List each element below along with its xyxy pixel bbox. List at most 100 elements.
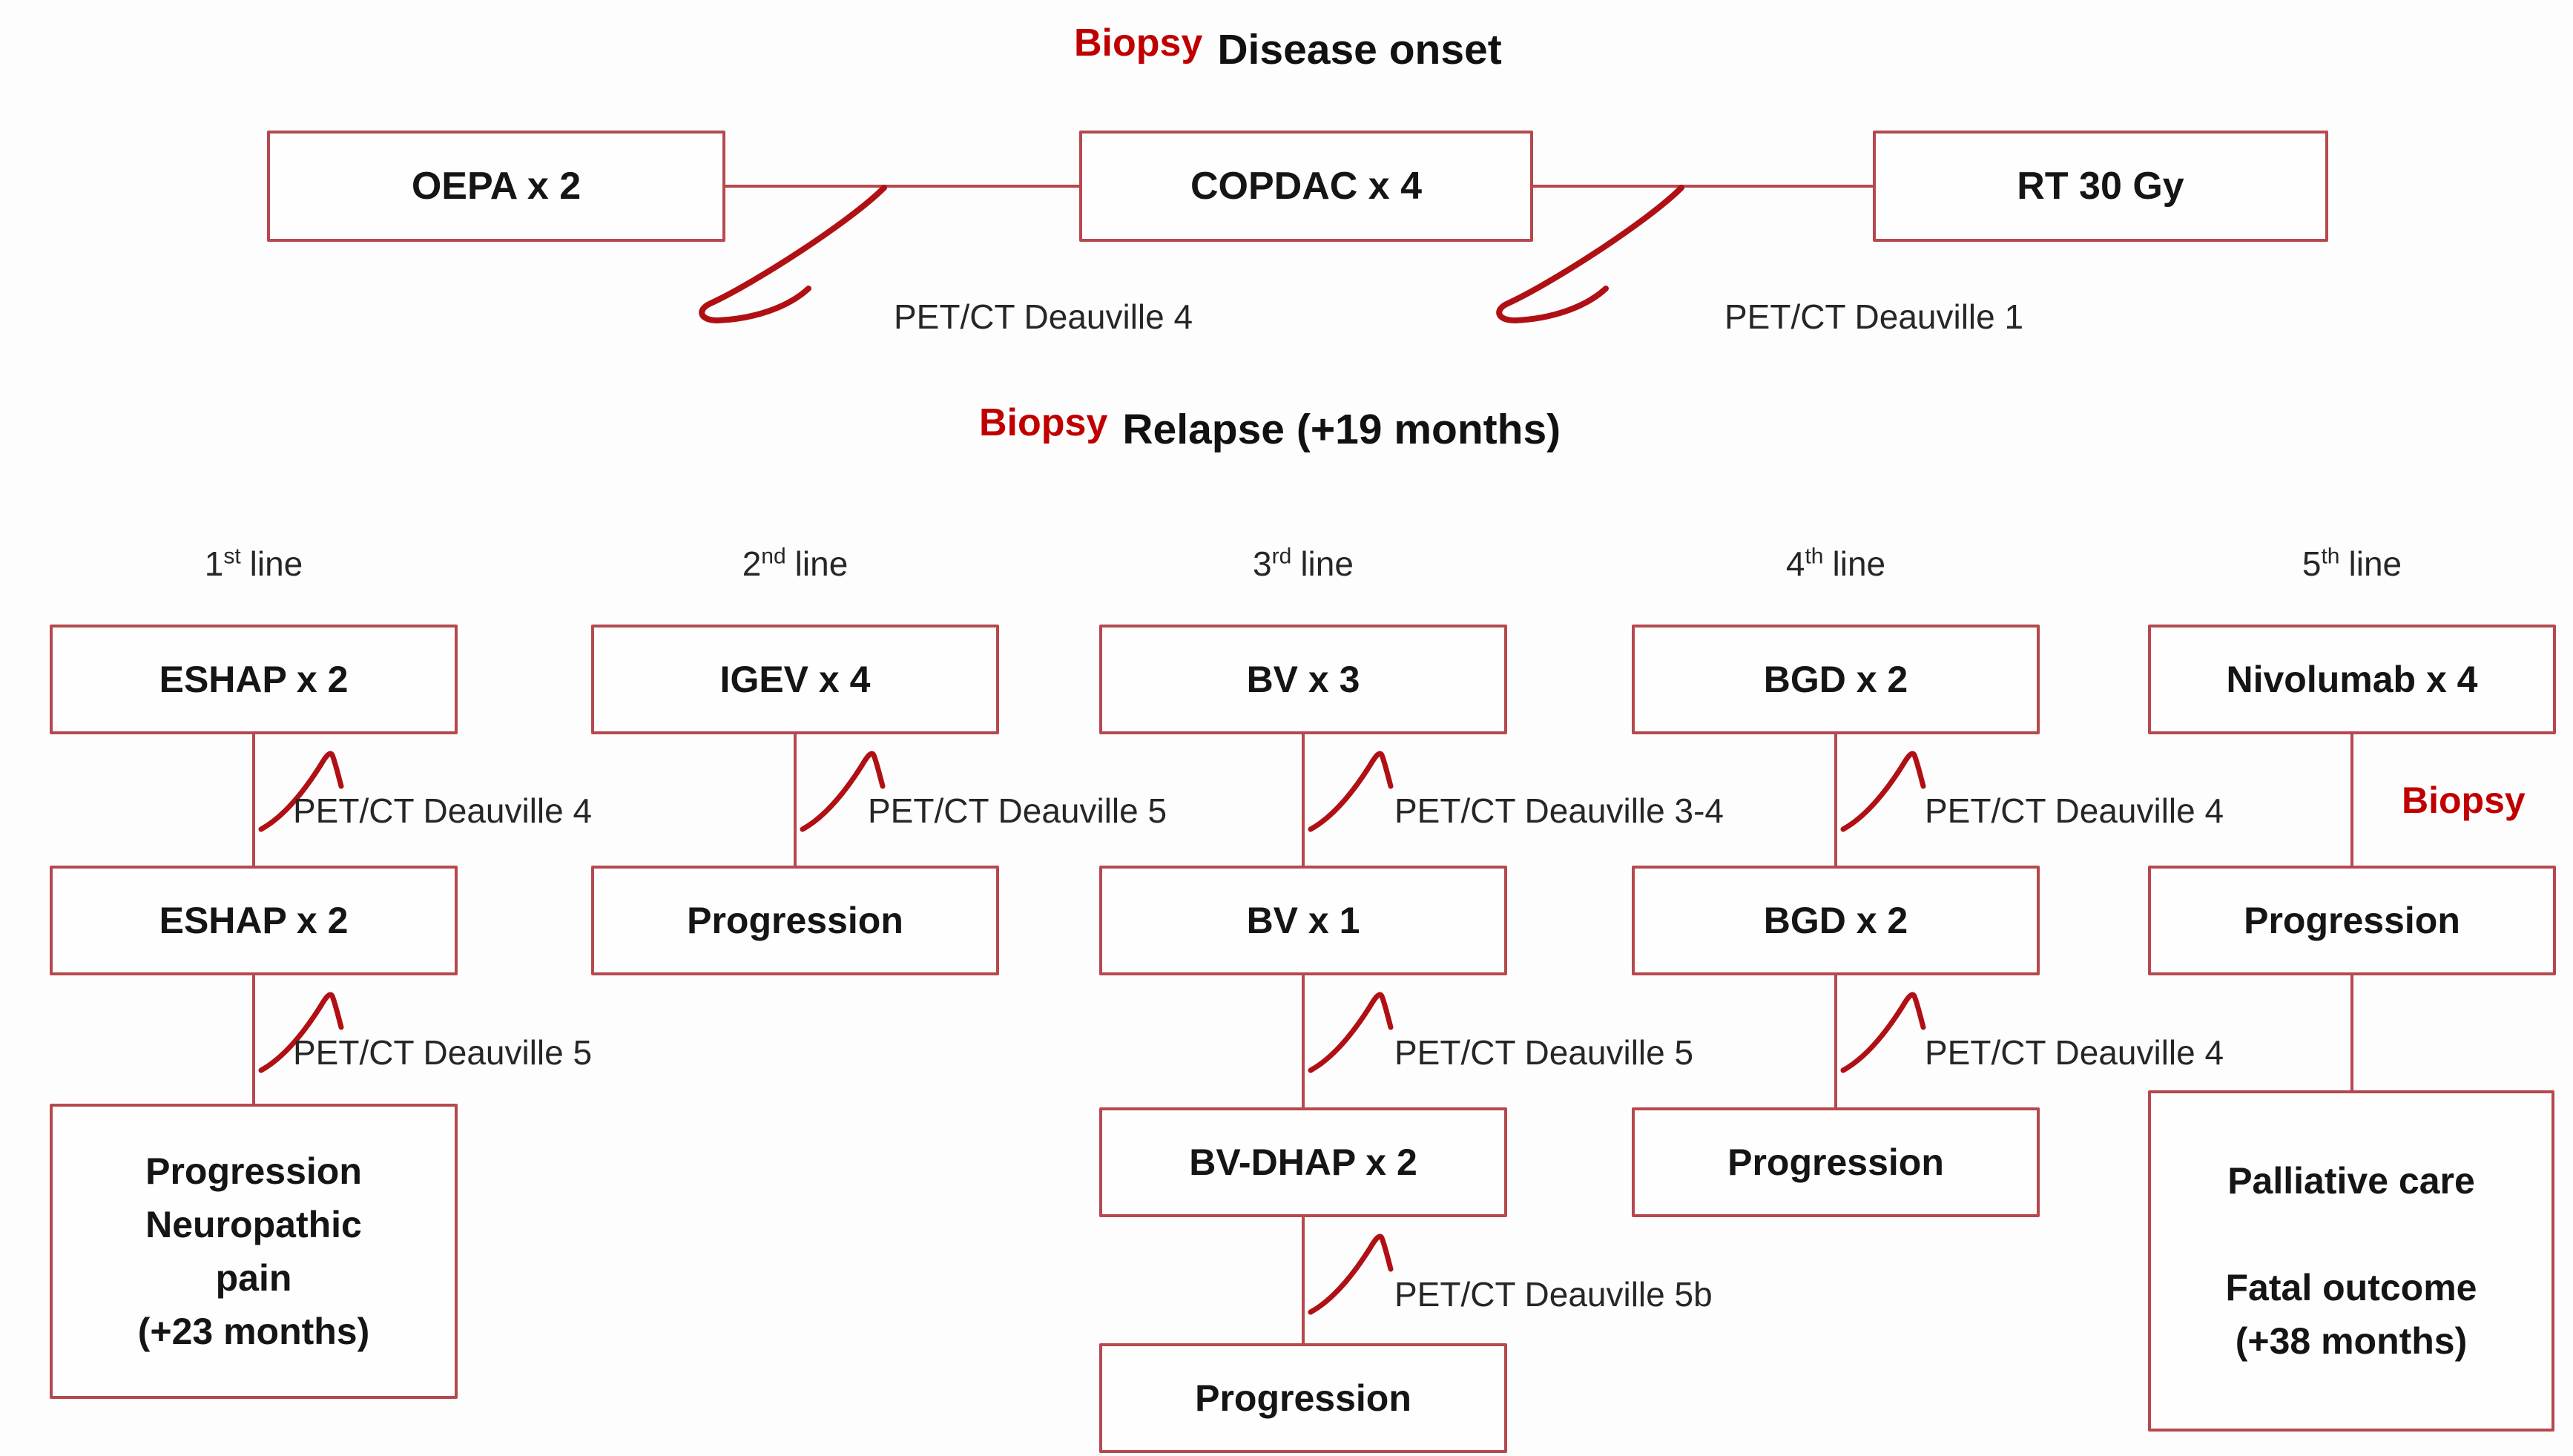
connector-line: [1302, 734, 1305, 866]
node-label: BV x 3: [1246, 659, 1360, 700]
pet-result-label: PET/CT Deauville 4: [293, 791, 593, 830]
pet-checkmark-icon: [1840, 992, 1926, 1073]
relapse-title: Biopsy Relapse (+19 months): [979, 401, 1561, 454]
ordinal-suffix: th: [1805, 544, 1824, 569]
node-rt: RT 30 Gy: [1873, 131, 2328, 242]
pet-result-label: PET/CT Deauville 5b: [1394, 1275, 1713, 1314]
biopsy-annotation: Biopsy: [979, 401, 1108, 444]
node-nivolumab: Nivolumab x 4: [2148, 625, 2556, 734]
connector-line: [1834, 975, 1837, 1107]
ordinal-suffix: rd: [1271, 544, 1292, 569]
node-label: IGEV x 4: [719, 659, 871, 700]
node-label: COPDAC x 4: [1190, 165, 1423, 208]
node-bv3: BV x 3: [1099, 625, 1507, 734]
node-label: Progression: [687, 900, 903, 941]
ordinal-suffix: nd: [761, 544, 786, 569]
pet-checkmark-icon: [699, 185, 887, 323]
connector-line: [1302, 1217, 1305, 1343]
connector-line: [794, 734, 797, 866]
connector-line: [1533, 185, 1874, 188]
connector-line: [252, 975, 255, 1105]
pet-result-label: PET/CT Deauville 5: [868, 791, 1167, 830]
node-bgd-1: BGD x 2: [1632, 625, 2040, 734]
pet-result-label: PET/CT Deauville 4: [894, 297, 1193, 336]
pet-checkmark-icon: [258, 751, 344, 832]
pet-result-label: PET/CT Deauville 5: [293, 1033, 593, 1072]
node-label: RT 30 Gy: [2017, 165, 2184, 208]
node-progression-neuropathic: Progression Neuropathic pain (+23 months…: [50, 1104, 458, 1399]
header-word: line: [249, 544, 303, 583]
connector-line: [725, 185, 1081, 188]
node-progression-3rd-final: Progression: [1099, 1343, 1507, 1453]
pet-checkmark-icon: [258, 992, 344, 1073]
node-label-line: Progression: [145, 1150, 362, 1192]
header-word: line: [794, 544, 849, 583]
pet-result-label: PET/CT Deauville 4: [1925, 791, 2224, 830]
node-label: BV-DHAP x 2: [1189, 1142, 1417, 1183]
node-label: Progression: [2244, 900, 2460, 941]
header-word: line: [2348, 544, 2402, 583]
node-label: Progression: [1195, 1377, 1411, 1419]
node-progression-2nd: Progression: [591, 866, 999, 975]
pet-checkmark-icon: [1496, 185, 1684, 323]
node-label: ESHAP x 2: [159, 659, 349, 700]
node-label-line: Palliative care: [2227, 1160, 2475, 1202]
node-bgd-2: BGD x 2: [1632, 866, 2040, 975]
node-igev: IGEV x 4: [591, 625, 999, 734]
pet-checkmark-icon: [1308, 992, 1394, 1073]
page-title: Disease onset: [1217, 26, 1502, 73]
connector-line: [1834, 734, 1837, 866]
header-word: line: [1300, 544, 1354, 583]
node-label: Nivolumab x 4: [2226, 659, 2478, 700]
ordinal: 5: [2302, 544, 2322, 583]
node-label-line: (+38 months): [2235, 1320, 2468, 1362]
connector-line: [252, 734, 255, 866]
node-label: BGD x 2: [1763, 659, 1908, 700]
header-word: line: [1832, 544, 1886, 583]
node-progression-4th: Progression: [1632, 1107, 2040, 1217]
pet-checkmark-icon: [800, 751, 886, 832]
node-eshap-1: ESHAP x 2: [50, 625, 458, 734]
pet-checkmark-icon: [1308, 751, 1394, 832]
ordinal: 1: [204, 544, 224, 583]
pet-result-label: PET/CT Deauville 4: [1925, 1033, 2224, 1072]
node-oepa: OEPA x 2: [267, 131, 725, 242]
biopsy-annotation: Biopsy: [2402, 780, 2526, 821]
node-label-line: pain: [215, 1257, 292, 1299]
ordinal-suffix: th: [2321, 544, 2340, 569]
pet-result-label: PET/CT Deauville 5: [1394, 1033, 1694, 1072]
node-eshap-2: ESHAP x 2: [50, 866, 458, 975]
pet-checkmark-icon: [1840, 751, 1926, 832]
node-label-line: Fatal outcome: [2225, 1267, 2477, 1308]
node-label: ESHAP x 2: [159, 900, 349, 941]
relapse-title-text: Relapse (+19 months): [1122, 406, 1561, 453]
pet-checkmark-icon: [1308, 1233, 1394, 1315]
connector-line: [2350, 734, 2353, 866]
pet-result-label: PET/CT Deauville 3-4: [1394, 791, 1724, 830]
node-bv-dhap: BV-DHAP x 2: [1099, 1107, 1507, 1217]
node-label: BGD x 2: [1763, 900, 1908, 941]
ordinal: 3: [1253, 544, 1272, 583]
node-label: BV x 1: [1246, 900, 1360, 941]
ordinal-suffix: st: [223, 544, 241, 569]
connector-line: [1302, 975, 1305, 1107]
node-label-line: Neuropathic: [145, 1204, 362, 1245]
node-label: OEPA x 2: [411, 165, 582, 208]
node-progression-5th: Progression: [2148, 866, 2556, 975]
biopsy-annotation: Biopsy: [1074, 22, 1203, 65]
connector-line: [2350, 975, 2353, 1092]
node-label-line: (+23 months): [137, 1311, 370, 1352]
node-bv1: BV x 1: [1099, 866, 1507, 975]
ordinal: 4: [1785, 544, 1805, 583]
ordinal: 2: [742, 544, 762, 583]
pet-result-label: PET/CT Deauville 1: [1724, 297, 2024, 336]
node-label: Progression: [1727, 1142, 1944, 1183]
node-palliative-care: Palliative care Fatal outcome (+38 month…: [2148, 1090, 2554, 1432]
disease-onset-title: Biopsy Disease onset: [1074, 21, 1502, 74]
